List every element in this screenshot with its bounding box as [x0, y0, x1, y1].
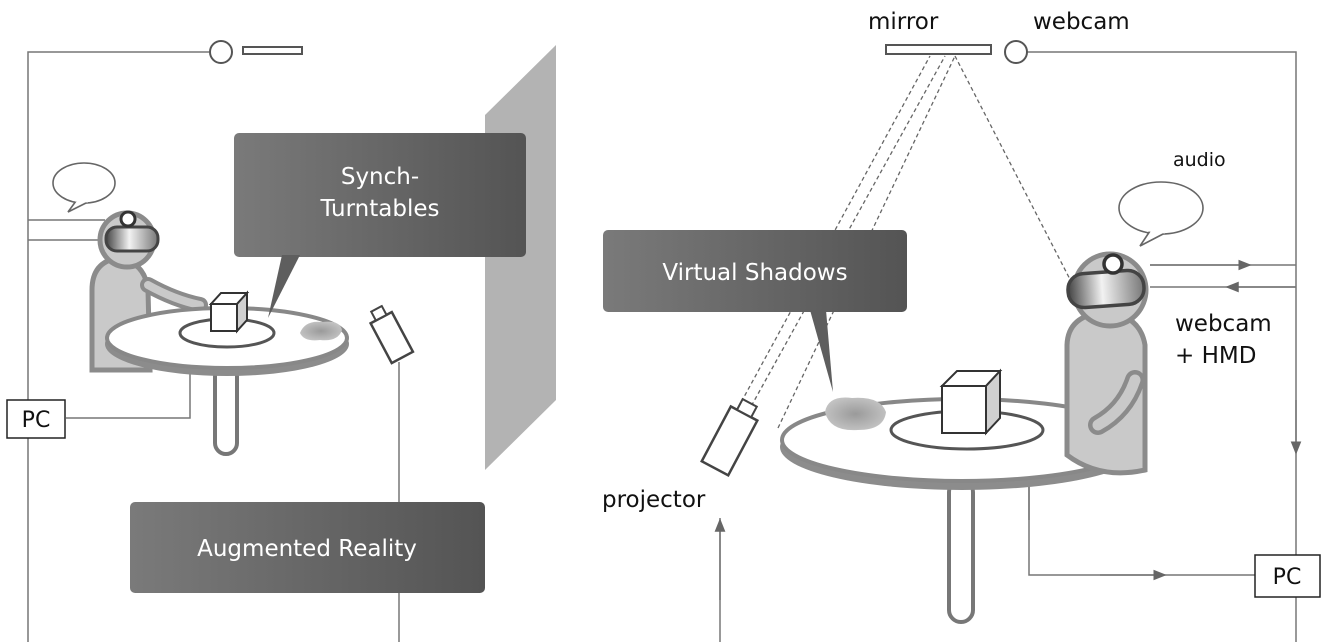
- virtual-shadows-box: Virtual Shadows: [603, 230, 907, 392]
- speech-bubble-right-icon: [1118, 181, 1204, 247]
- virtual-shadow-right: [825, 397, 886, 431]
- pc-label-right: PC: [1273, 565, 1302, 590]
- wall-screen: [485, 45, 556, 470]
- projector-icon: [700, 397, 760, 477]
- mirror-icon: [242, 46, 303, 55]
- left-panel: Synch- Turntables Augmented Reality PC: [6, 40, 556, 642]
- audio-label: audio: [1173, 149, 1226, 171]
- projector-label: projector: [602, 487, 706, 513]
- webcam-hmd-line2: + HMD: [1175, 343, 1256, 369]
- mirror-label: mirror: [868, 9, 939, 35]
- person-right: [1064, 251, 1149, 476]
- projector-left-icon: [368, 304, 415, 365]
- webcam-head-right-icon: [1102, 253, 1124, 275]
- webcam-head-icon: [119, 210, 137, 228]
- augmented-reality-box: Augmented Reality: [130, 502, 485, 593]
- table-left: [105, 290, 349, 456]
- table-right: [780, 368, 1144, 624]
- virtual-shadow-left: [300, 321, 342, 341]
- augmented-reality-label: Augmented Reality: [197, 536, 417, 562]
- pc-box-left: [6, 399, 66, 439]
- webcam-top-label: webcam: [1033, 9, 1130, 35]
- hmd-icon: [104, 225, 160, 253]
- webcam-hmd-line1: webcam: [1175, 311, 1272, 337]
- cube-right: [939, 368, 1003, 436]
- hmd-right-icon: [1066, 268, 1146, 310]
- right-panel: mirror webcam: [602, 9, 1321, 642]
- synch-turntables-box: Synch- Turntables: [234, 133, 526, 318]
- virtual-shadows-label: Virtual Shadows: [662, 260, 847, 286]
- cube-left: [208, 290, 250, 334]
- synch-turntables-line2: Turntables: [320, 196, 440, 222]
- speech-bubble-icon: [52, 162, 116, 213]
- left-wiring: [27, 51, 400, 642]
- mirror-icon: [885, 44, 992, 55]
- pc-box-right: [1254, 554, 1321, 598]
- synch-turntables-line1: Synch-: [341, 164, 419, 190]
- webcam-icon: [209, 40, 233, 64]
- pc-label-left: PC: [22, 408, 51, 433]
- webcam-top-icon: [1004, 40, 1028, 64]
